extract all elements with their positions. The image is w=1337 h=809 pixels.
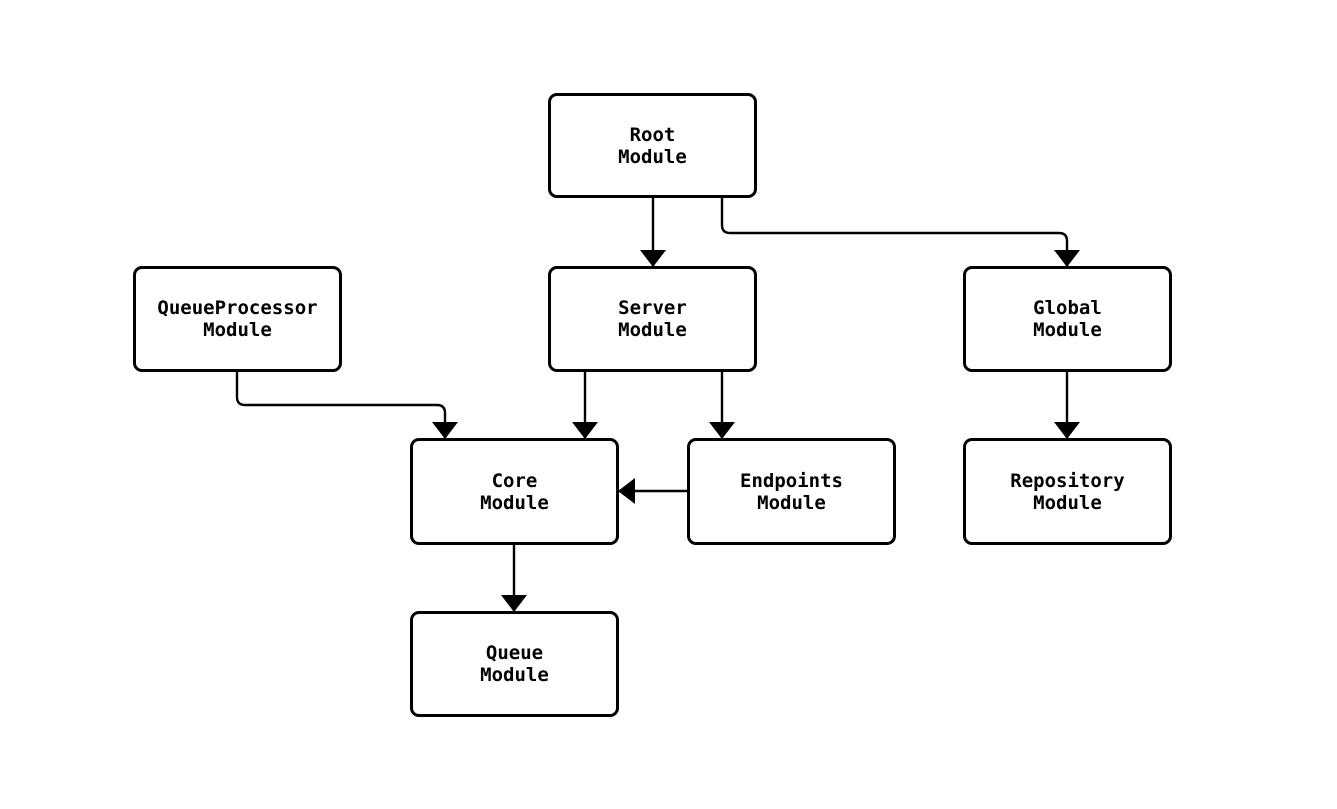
edge-queueprocessor-module-to-core-module <box>235 372 458 439</box>
edge-root-module-to-global-module <box>720 198 1080 267</box>
edges-group <box>235 198 1080 612</box>
